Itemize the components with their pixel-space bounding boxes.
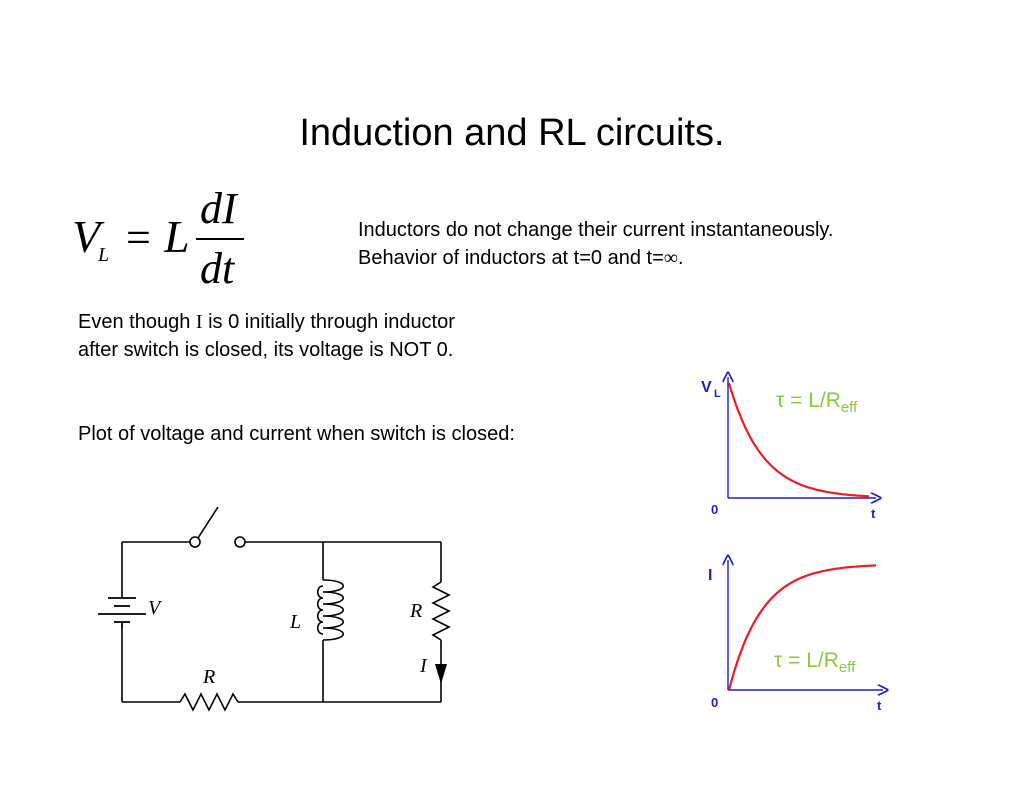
resistor-right [431,581,451,641]
switch-blade [197,506,219,539]
voltage-decay-curve [727,382,870,498]
equation-coefficient: L [163,211,190,262]
initial-voltage-note: Even though I is 0 initially through ind… [78,308,455,364]
note1-line2-period: . [678,247,684,269]
voltage-graph: V L 0 t τ = L/Reff [701,377,876,521]
resistor-bottom [179,692,239,712]
current-graph: I 0 t τ = L/Reff [708,560,883,713]
voltage-y-label-subscript: L [714,388,721,400]
infinity-symbol: ∞ [663,247,679,269]
voltage-x-label: t [871,506,876,521]
slide-title: Induction and RL circuits. [299,112,725,154]
inductor-coil [322,579,344,641]
note2-current-variable: I [195,311,203,333]
equation-equals: = [126,213,151,262]
voltage-y-label: V [701,379,712,396]
equation-lhs: V [72,211,105,262]
equation-lhs-subscript: L [97,244,109,266]
current-time-constant: τ = L/Reff [774,649,856,676]
note2-line2: after switch is closed, its voltage is N… [78,339,454,361]
inductor-behavior-note: Inductors do not change their current in… [358,216,833,272]
switch-terminal-left [189,536,201,548]
current-x-label: t [877,698,882,713]
note1-line2-text: Behavior of inductors at t=0 and t= [358,247,664,269]
equation-denominator: dt [200,244,236,293]
voltage-origin-label: 0 [711,502,718,517]
current-y-label: I [708,567,712,584]
note1-line2: Behavior of inductors at t=0 and t=∞. [358,244,833,272]
note2-text-b: is 0 initially through inductor [202,311,455,333]
current-growth-curve [727,564,877,691]
note2-text-a: Even though [78,311,196,333]
current-tau-text: τ = L/R [774,649,839,672]
resistor-bottom-label: R [202,666,215,688]
inductor-voltage-equation: V L = L dI dt [72,185,244,293]
note2-line1: Even though I is 0 initially through ind… [78,308,455,336]
current-tau-subscript: eff [839,659,856,676]
current-label: I [419,655,428,677]
current-origin-label: 0 [711,695,718,710]
inductor-label: L [289,611,301,633]
battery-icon [98,597,146,628]
voltage-time-constant: τ = L/Reff [776,389,858,416]
equation-numerator: dI [200,185,239,233]
voltage-tau-text: τ = L/R [776,389,841,412]
voltage-tau-subscript: eff [841,399,858,416]
battery-label: V [148,597,163,619]
current-arrow-icon [435,664,447,684]
plot-description: Plot of voltage and current when switch … [78,423,515,445]
note1-line1: Inductors do not change their current in… [358,219,834,241]
inductor-coil-back [316,585,324,635]
resistor-right-label: R [409,600,422,622]
